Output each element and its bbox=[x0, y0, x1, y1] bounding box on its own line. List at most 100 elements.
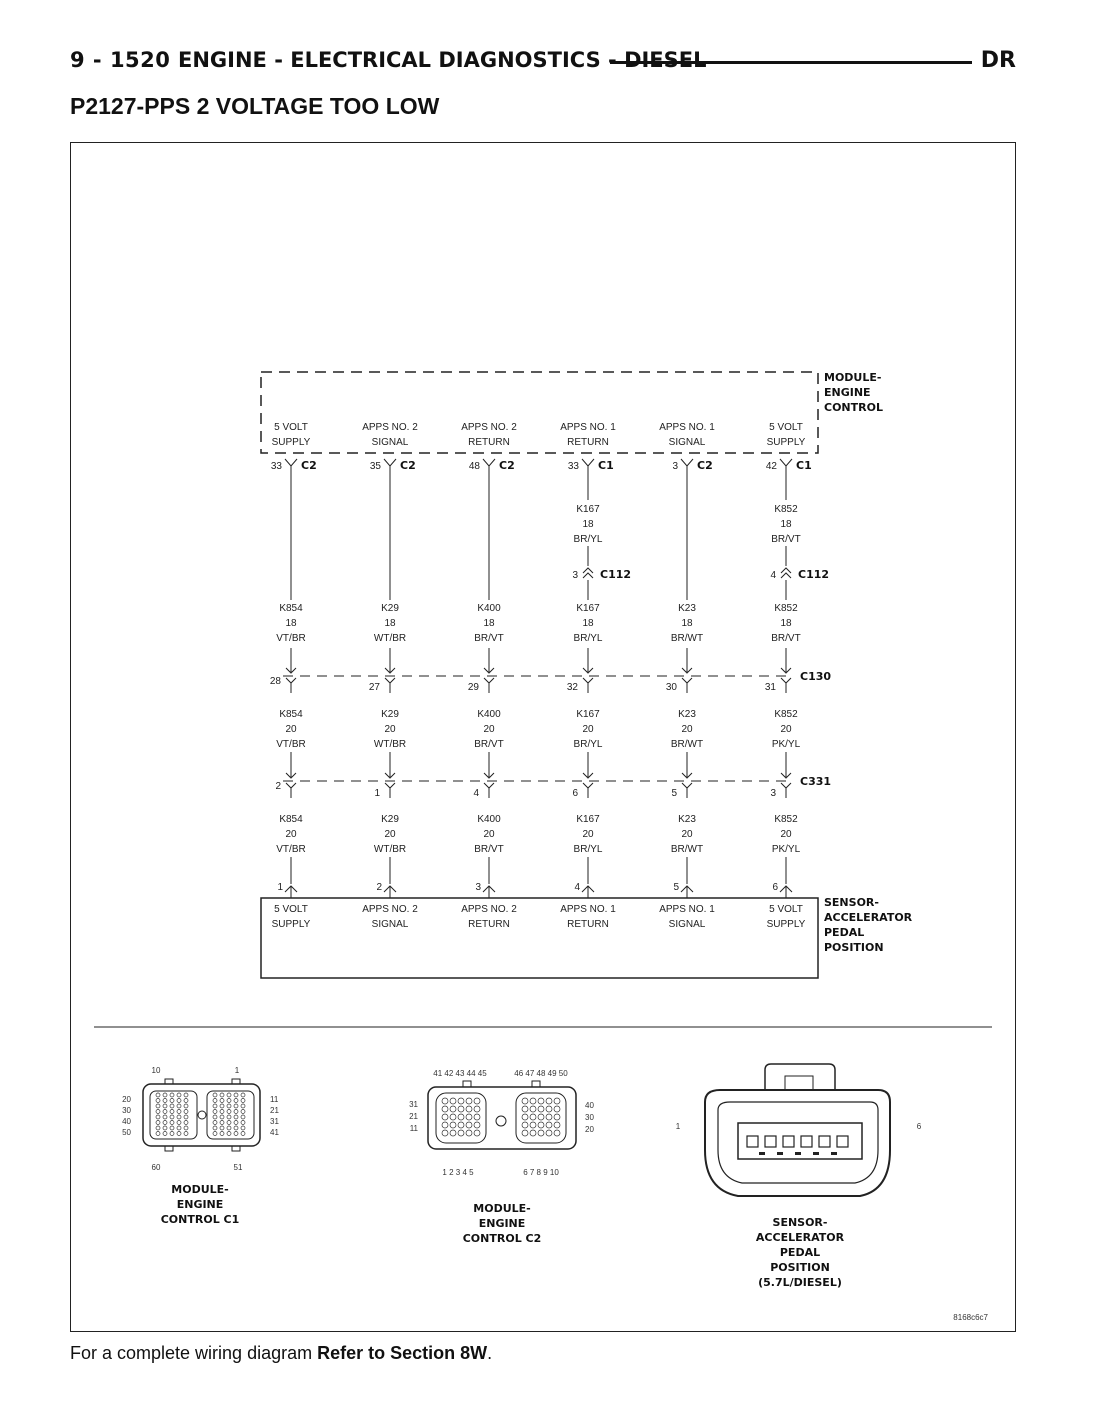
c1-pin-cavity bbox=[219, 1131, 225, 1136]
sensor-conn-inner bbox=[717, 1101, 879, 1184]
wire20b-color: WT/BR bbox=[374, 844, 406, 855]
c2-bolt bbox=[495, 1115, 507, 1127]
c2-label: MODULE- bbox=[473, 1202, 530, 1215]
ecm-terminal bbox=[680, 458, 694, 467]
c1-pin-cavity bbox=[155, 1092, 161, 1098]
c331-pin-number: 5 bbox=[671, 788, 677, 799]
c1-pin-cavity bbox=[183, 1120, 189, 1125]
c1-latch bbox=[164, 1078, 174, 1085]
ecm-pin-number: 33 bbox=[568, 461, 580, 472]
ecm-pin-function: 5 VOLT bbox=[274, 422, 308, 433]
c2-pin-label: 11 bbox=[410, 1124, 419, 1133]
ecm-pin-function: SIGNAL bbox=[372, 437, 409, 448]
wire-color: BR/YL bbox=[574, 534, 603, 545]
c2-pin-cavity bbox=[537, 1129, 545, 1137]
wire20a-circuit: K167 bbox=[576, 709, 600, 720]
wire20a-color: WT/BR bbox=[374, 739, 406, 750]
c2-pin-cavity bbox=[529, 1113, 537, 1121]
c1-pin-cavity bbox=[169, 1109, 175, 1114]
c1-pin-label: 21 bbox=[270, 1106, 279, 1115]
c1-pin-cavity bbox=[176, 1103, 182, 1109]
ecm-pin-function: RETURN bbox=[567, 437, 609, 448]
wire20b-color: BR/WT bbox=[671, 844, 703, 855]
sensor-conn-pin bbox=[782, 1135, 795, 1148]
wire18-gauge: 18 bbox=[681, 618, 693, 629]
c1-pin-cavity bbox=[226, 1131, 232, 1136]
c112-connector-id: C112 bbox=[600, 568, 631, 581]
ecm-connector-id: C1 bbox=[796, 459, 812, 472]
c112-connector-id: C112 bbox=[798, 568, 829, 581]
c2-pin-cavity bbox=[545, 1129, 553, 1137]
sensor-pin-number: 6 bbox=[772, 882, 778, 893]
c331-connector-id: C331 bbox=[800, 775, 831, 788]
wire20a-gauge: 20 bbox=[285, 724, 297, 735]
ecm-connector-id: C2 bbox=[499, 459, 515, 472]
wire20a-circuit: K23 bbox=[678, 709, 696, 720]
sensor-pin-function: SIGNAL bbox=[669, 919, 706, 930]
c2-pin-cavity bbox=[465, 1121, 473, 1129]
c1-latch bbox=[231, 1078, 241, 1085]
wire20b-color: VT/BR bbox=[276, 844, 305, 855]
ecm-label: MODULE- bbox=[824, 371, 881, 384]
section-title: ENGINE - ELECTRICAL DIAGNOSTICS - DIESEL bbox=[178, 48, 707, 72]
ecm-dashed-box bbox=[260, 371, 819, 454]
wire20a-color: BR/WT bbox=[671, 739, 703, 750]
c2-pin-label: 31 bbox=[409, 1100, 418, 1109]
c1-pin-cavity bbox=[219, 1125, 225, 1131]
c1-pin-cavity bbox=[162, 1125, 168, 1131]
wire18-color: BR/VT bbox=[771, 633, 800, 644]
c1-pin-cavity bbox=[240, 1131, 246, 1136]
c331-pin-number: 2 bbox=[275, 781, 281, 792]
header-rule bbox=[610, 61, 972, 64]
c1-pin-cavity bbox=[169, 1131, 175, 1136]
sensor-conn-key bbox=[777, 1152, 783, 1155]
c2-pin-cavity bbox=[457, 1129, 465, 1137]
c2-pin-cavity bbox=[529, 1105, 537, 1113]
ecm-pin-number: 35 bbox=[370, 461, 382, 472]
wire20a-circuit: K854 bbox=[279, 709, 303, 720]
c2-latch bbox=[531, 1080, 541, 1088]
c2-pin-cavity bbox=[553, 1121, 561, 1129]
ecm-connector-id: C2 bbox=[301, 459, 317, 472]
c1-pin-cavity bbox=[226, 1103, 232, 1109]
c1-pin-cavity bbox=[212, 1103, 218, 1109]
c1-pin-cavity bbox=[169, 1098, 175, 1103]
footer-reference: Refer to Section 8W bbox=[317, 1343, 488, 1363]
ecm-connector-id: C2 bbox=[400, 459, 416, 472]
c1-pin-cavity bbox=[183, 1114, 189, 1120]
c2-pin-cavity bbox=[545, 1113, 553, 1121]
sensor-conn-key bbox=[759, 1152, 765, 1155]
ecm-terminal bbox=[482, 458, 496, 467]
c1-pin-cavity bbox=[212, 1114, 218, 1120]
wire20a-color: BR/VT bbox=[474, 739, 503, 750]
c1-pin-cavity bbox=[183, 1131, 189, 1136]
wire18-circuit: K167 bbox=[576, 603, 600, 614]
sensor-conn-tab bbox=[784, 1075, 814, 1091]
c1-pin-cavity bbox=[176, 1092, 182, 1098]
c2-pin-cavity bbox=[553, 1113, 561, 1121]
c2-pin-cavity bbox=[473, 1097, 481, 1105]
sensor-pin-number: 2 bbox=[376, 882, 382, 893]
c130-pin-number: 27 bbox=[369, 682, 381, 693]
sensor-pin-function: SUPPLY bbox=[272, 919, 311, 930]
ecm-connector-id: C1 bbox=[598, 459, 614, 472]
c1-pin-cavity bbox=[233, 1125, 239, 1131]
c1-pin-cavity bbox=[155, 1098, 161, 1103]
c2-latch bbox=[462, 1080, 472, 1088]
c1-pin-cavity bbox=[226, 1125, 232, 1131]
c2-pin-cavity bbox=[537, 1113, 545, 1121]
c1-cavity-left bbox=[149, 1090, 198, 1140]
c2-pin-cavity bbox=[521, 1121, 529, 1129]
c2-pin-cavity bbox=[521, 1097, 529, 1105]
c1-pin-cavity bbox=[169, 1125, 175, 1131]
c1-pin-cavity bbox=[162, 1109, 168, 1114]
wire20a-color: VT/BR bbox=[276, 739, 305, 750]
c2-pin-cavity bbox=[473, 1121, 481, 1129]
c2-pin-cavity bbox=[449, 1105, 457, 1113]
wire20b-gauge: 20 bbox=[780, 829, 792, 840]
c2-body bbox=[427, 1086, 577, 1150]
c1-pin-cavity bbox=[169, 1120, 175, 1125]
wire18-color: VT/BR bbox=[276, 633, 305, 644]
wire20a-gauge: 20 bbox=[483, 724, 495, 735]
sensor-conn-pin bbox=[746, 1135, 759, 1148]
